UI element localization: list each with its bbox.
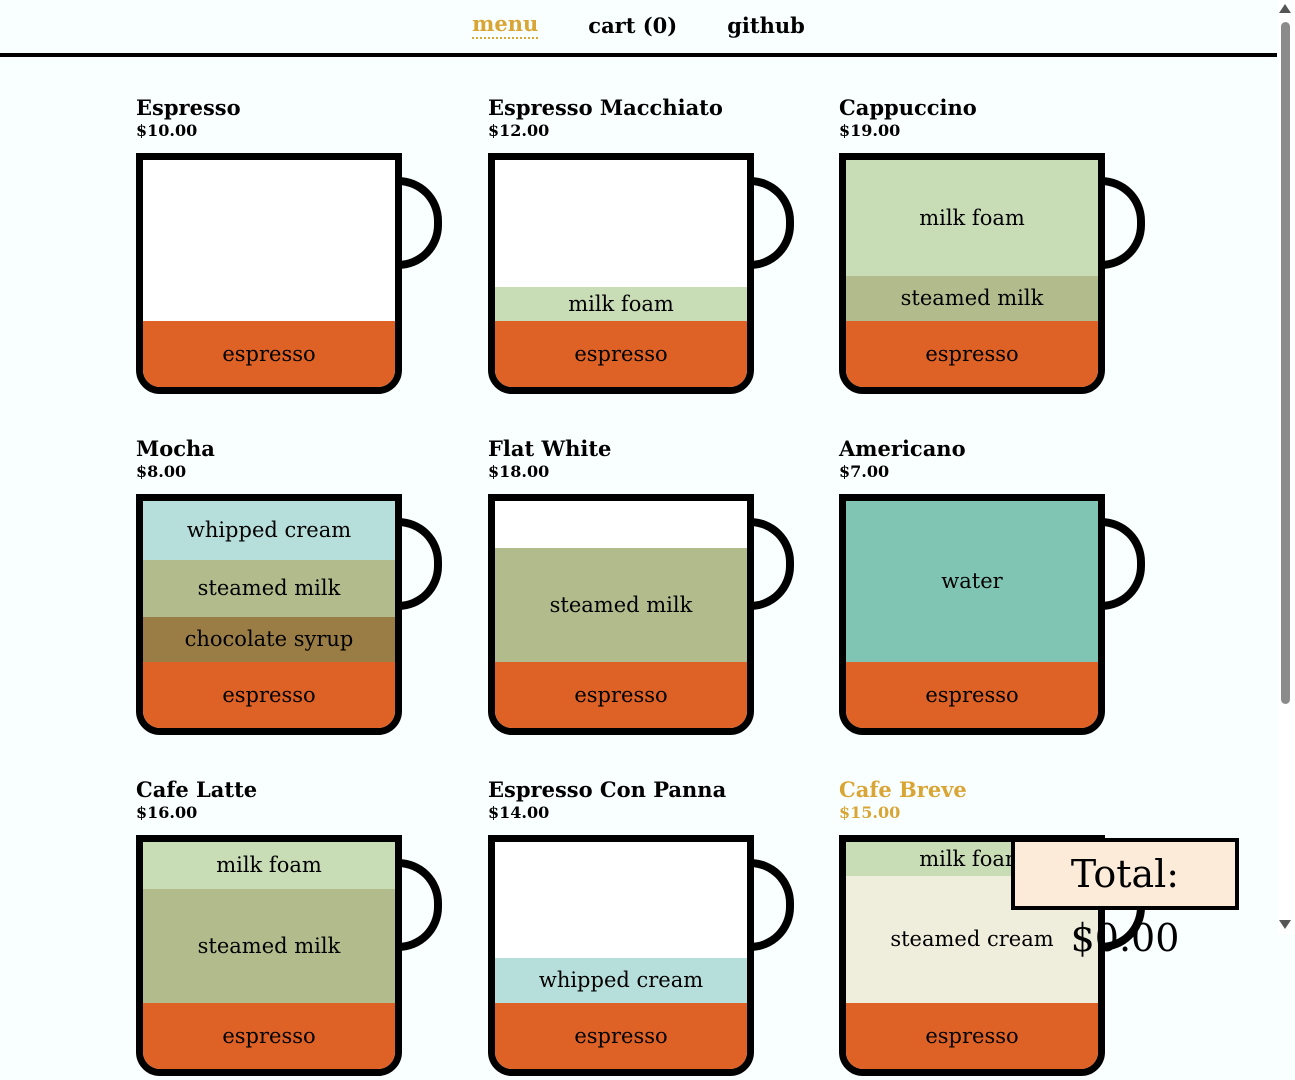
mug-handle [750,518,794,610]
menu-item-price: $8.00 [136,462,187,481]
drink-layer: whipped cream [495,958,747,1003]
nav-menu-link[interactable]: menu [472,11,539,39]
mug-cup: espresso [136,153,402,394]
menu-item-price: $18.00 [488,462,550,481]
drink-layer: chocolate syrup [143,617,395,662]
menu-item-price: $10.00 [136,121,198,140]
menu-item-price: $12.00 [488,121,550,140]
menu-item-name: Cafe Latte [136,777,258,802]
drink-layer: steamed milk [143,560,395,617]
mug-handle [1101,177,1145,269]
drink-layer: espresso [495,321,747,387]
scroll-up-arrow-icon[interactable] [1279,4,1291,13]
drink-layer: water [846,501,1098,662]
menu-item-price: $15.00 [839,803,901,822]
menu-item-name: Espresso Macchiato [488,95,723,120]
menu-item-price: $14.00 [488,803,550,822]
menu-item-name: Americano [839,436,966,461]
scrollbar-thumb[interactable] [1281,22,1290,704]
drink-layer: espresso [495,1003,747,1069]
menu-item-name: Espresso Con Panna [488,777,727,802]
menu-item-name: Cafe Breve [839,777,967,802]
menu-item-price: $19.00 [839,121,901,140]
mug-handle [750,859,794,951]
nav-github-link[interactable]: github [727,13,805,38]
menu-item-name: Mocha [136,436,215,461]
menu-item-price: $16.00 [136,803,198,822]
drink-layer: espresso [143,1003,395,1069]
cart-total: Total: $0.00 [1011,838,1239,960]
menu-item-name: Espresso [136,95,241,120]
drink-layer: milk foam [495,287,747,321]
scroll-down-arrow-icon[interactable] [1279,920,1291,929]
coffee-mug-icon[interactable]: espresso [136,153,446,398]
nav-cart-link[interactable]: cart (0) [588,13,678,38]
top-nav: menu cart (0) github [0,0,1277,57]
drink-layer: steamed milk [143,889,395,1003]
drink-layer: whipped cream [143,501,395,560]
drink-layer: espresso [495,662,747,728]
drink-layer: espresso [143,662,395,728]
drink-layer: espresso [143,321,395,387]
menu-item[interactable]: Espresso$10.00 espresso [136,95,446,394]
menu-item-name: Cappuccino [839,95,977,120]
menu-item-name: Flat White [488,436,612,461]
mug-handle [398,859,442,951]
drink-layer: espresso [846,321,1098,387]
drink-layer: espresso [846,662,1098,728]
drink-layer: milk foam [846,160,1098,276]
drink-layer: espresso [846,1003,1098,1069]
drink-layer: steamed milk [495,548,747,662]
mug-handle [398,518,442,610]
drink-layer: milk foam [143,842,395,889]
menu-item-price: $7.00 [839,462,890,481]
mug-handle [1101,518,1145,610]
drink-layer: steamed milk [846,276,1098,321]
mug-handle [750,177,794,269]
mug-handle [398,177,442,269]
